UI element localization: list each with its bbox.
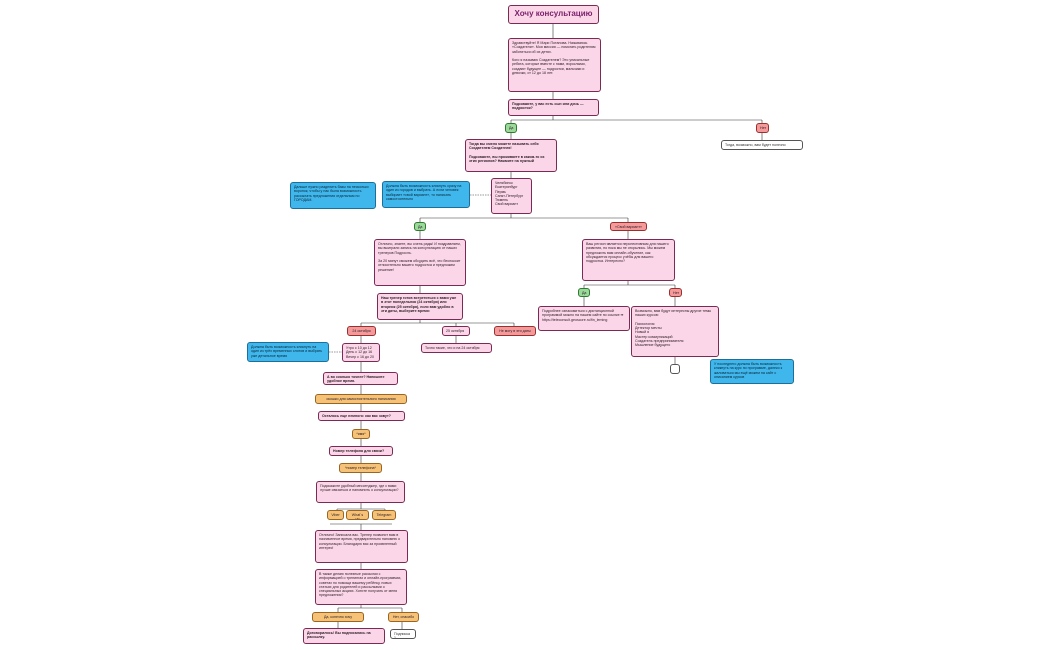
- edge-news-branches: [337, 605, 403, 612]
- edge-trainer-dates: [360, 320, 515, 326]
- node-online-info[interactable]: Подробнее ознакомиться с дистанционной п…: [538, 306, 630, 331]
- node-same-times[interactable]: Точно такие, что и на 24 октября: [421, 343, 492, 353]
- node-newsletter[interactable]: В также делаю полезные рассылки с информ…: [315, 569, 407, 605]
- node-name-input[interactable]: *имя*: [352, 429, 370, 439]
- node-great[interactable]: Отлично, знаете, вы очень рады! И поздра…: [374, 239, 466, 286]
- node-no-reply[interactable]: Тогда, возможно, вам будет полезно: [721, 140, 803, 150]
- node-title[interactable]: Хочу консультацию: [508, 5, 599, 24]
- node-phone-q[interactable]: Номер телефона для связи?: [329, 446, 393, 456]
- node-telegram[interactable]: Telegram: [372, 510, 396, 520]
- node-creators-question[interactable]: Тогда вы смело можете называть себя Созд…: [465, 139, 557, 172]
- node-yes-2[interactable]: Да: [414, 222, 426, 231]
- edge-messenger-split: [336, 508, 386, 510]
- node-ask-teen[interactable]: Подскажите, у вас есть сын или дочь — по…: [508, 99, 599, 116]
- node-empty-box[interactable]: [670, 364, 680, 374]
- node-online-offer[interactable]: Ваш регион является перспективным для на…: [582, 239, 675, 281]
- note-cities[interactable]: Должна быть возможность кликнуть сразу н…: [382, 181, 470, 208]
- node-yes-sure[interactable]: Да, конечно хочу: [312, 612, 364, 622]
- node-yes-1[interactable]: Да: [505, 123, 517, 133]
- node-date-25[interactable]: 25 октября: [442, 326, 470, 336]
- node-viber[interactable]: Viber: [327, 510, 344, 520]
- node-maybe-interest[interactable]: Возможно, вам будут интересны другие тем…: [631, 306, 719, 357]
- note-city-left[interactable]: Дальше нужно разделить базы на несколько…: [290, 182, 376, 209]
- node-date-24[interactable]: 24 октября: [347, 326, 376, 336]
- node-own-variant[interactable]: «Свой вариант»: [610, 222, 647, 231]
- node-subscribe-label[interactable]: Подписка 1: [390, 629, 416, 639]
- edge-cities-branches: [419, 214, 629, 222]
- note-times[interactable]: Должна быть возможность кликнуть на один…: [247, 342, 329, 362]
- node-subscribed[interactable]: Договорились! Вы подписались на рассылку…: [303, 628, 385, 644]
- edge-under-messengers: [330, 523, 392, 530]
- node-trainer-meet[interactable]: Наш тренер готов встретиться с вами уже …: [377, 293, 463, 320]
- node-no-thanks[interactable]: Нет, спасибо: [388, 612, 419, 622]
- node-messenger-q[interactable]: Подскажите удобный мессенджер, где с вам…: [316, 481, 405, 503]
- node-greeting[interactable]: Здравствуйте! Я Мари Потапова. Называюсь…: [508, 38, 601, 92]
- edge-online-branches: [583, 281, 676, 288]
- node-which-time[interactable]: А во сколько точнее? Напишите удобное вр…: [323, 372, 398, 385]
- node-free-input-1[interactable]: окошко для самостоятельного написания: [315, 394, 407, 404]
- node-yes-3[interactable]: Да: [578, 288, 590, 297]
- node-last-steps[interactable]: Осталось еще немного: как вас зовут?: [318, 411, 405, 421]
- edge-ask-branches: [510, 116, 763, 123]
- node-no-3[interactable]: Нет: [669, 288, 682, 297]
- node-no-1[interactable]: Нет: [756, 123, 769, 133]
- note-courses[interactable]: У последнего должна быть возможность кли…: [710, 359, 794, 384]
- node-not-dates[interactable]: Не могу в эти даты: [494, 326, 536, 336]
- node-times[interactable]: Утро с 10 до 12 День с 12 до 16 Вечер с …: [342, 343, 380, 362]
- node-cities[interactable]: Челябинск Екатеринбург Пермь Санкт-Петер…: [491, 178, 532, 214]
- node-phone-input[interactable]: *номер телефона*: [339, 463, 382, 473]
- node-confirm[interactable]: Отлично! Записала вас. Тренер позвонит в…: [315, 530, 408, 563]
- node-whatsapp[interactable]: What`s up: [346, 510, 369, 520]
